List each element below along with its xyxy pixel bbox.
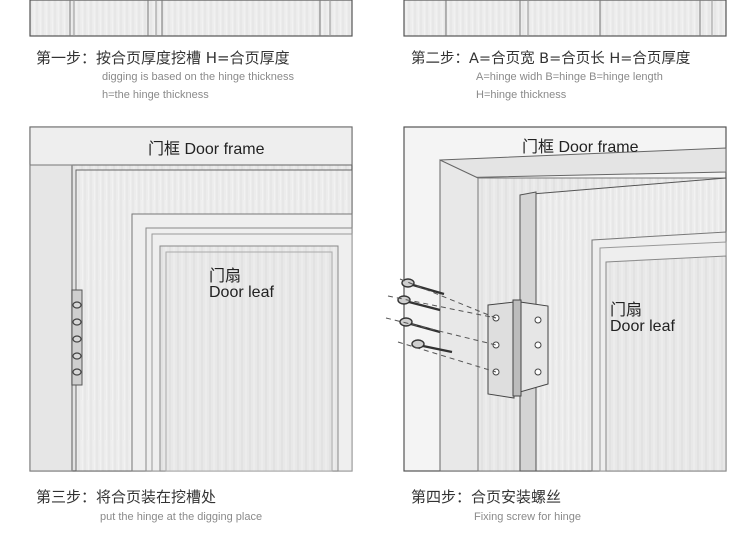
step3-subtitle: put the hinge at the digging place	[100, 511, 263, 523]
step3-title: 第三步：将合页装在挖槽处	[36, 488, 217, 506]
step3-frame-label: 门框 Door frame	[148, 141, 265, 158]
step2-image	[403, 0, 727, 37]
step3-leaf-label-cn: 门扇	[209, 268, 242, 285]
step4-subtitle: Fixing screw for hinge	[474, 511, 581, 523]
screw-icon	[397, 278, 425, 349]
step4-title: 第四步：合页安装螺丝	[411, 488, 562, 506]
step4-image	[385, 126, 727, 472]
step4-leaf-label-en: Door leaf	[610, 318, 675, 335]
step2-subtitle-1: A=hinge widh B=hinge B=hinge length	[476, 71, 663, 83]
step3-leaf-label-en: Door leaf	[209, 284, 274, 301]
step3-image	[29, 126, 353, 472]
step4-leaf-label-cn: 门扇	[610, 302, 643, 319]
step4-frame-label: 门框 Door frame	[522, 139, 639, 156]
step2-title: 第二步：A=合页宽 B=合页长 H=合页厚度	[411, 51, 691, 67]
step1-subtitle-2: h=the hinge thickness	[102, 89, 209, 101]
step1-title: 第一步：按合页厚度挖槽 H=合页厚度	[36, 49, 290, 67]
step1-subtitle-1: digging is based on the hinge thickness	[102, 71, 295, 83]
step2-subtitle-2: H=hinge thickness	[476, 89, 567, 101]
step1-image	[29, 0, 353, 37]
